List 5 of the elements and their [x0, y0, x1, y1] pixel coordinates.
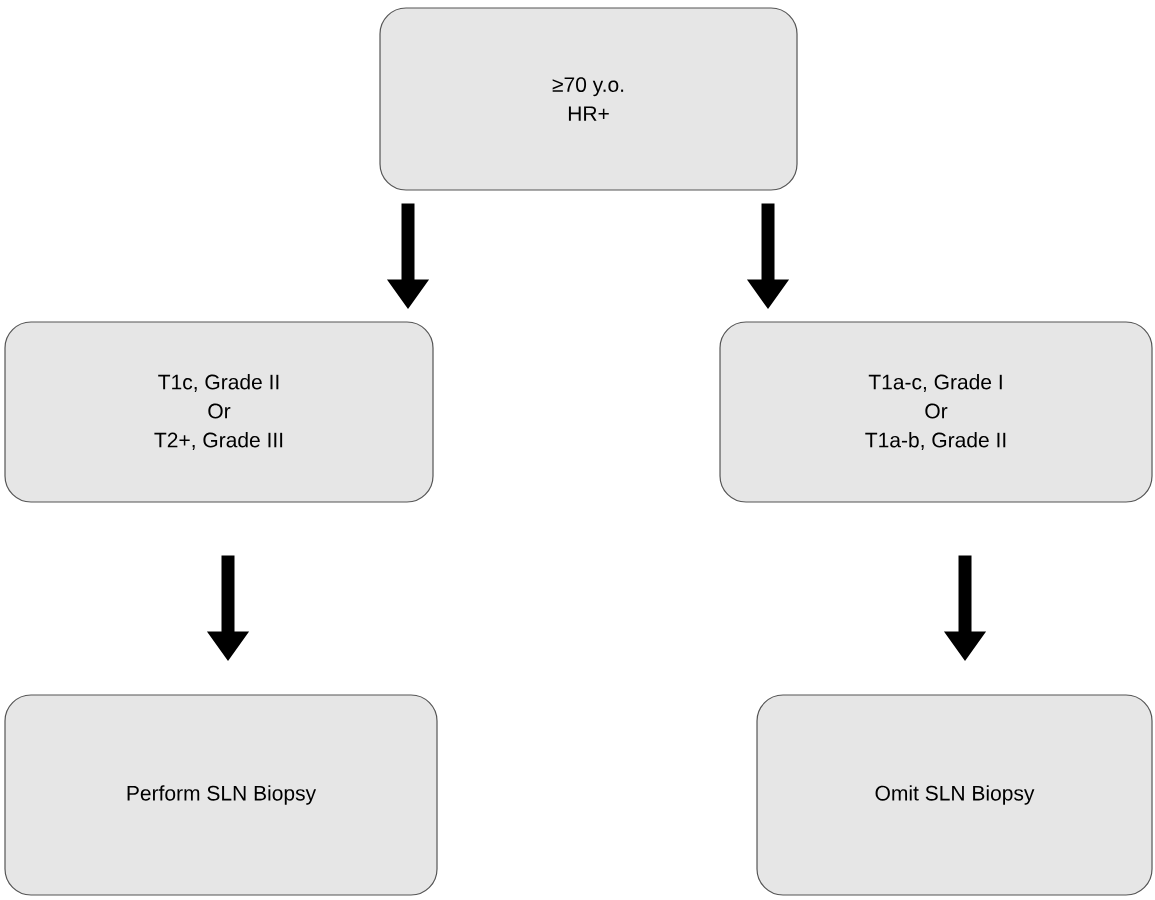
process-box: T1a-c, Grade I Or T1a-b, Grade II [719, 321, 1153, 503]
process-box: ≥70 y.o. HR+ [379, 7, 798, 191]
process-box: T1c, Grade II Or T2+, Grade III [4, 321, 434, 503]
process-box: Omit SLN Biopsy [756, 694, 1153, 896]
process-box: Perform SLN Biopsy [4, 694, 438, 896]
